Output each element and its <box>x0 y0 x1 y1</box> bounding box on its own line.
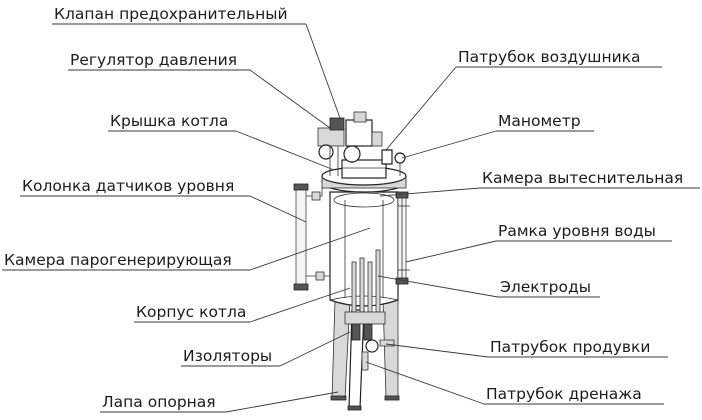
lid-shape <box>321 159 407 193</box>
insulators-shape <box>344 311 395 371</box>
label-vent-pipe: Патрубок воздушника <box>458 48 641 66</box>
label-safety-valve: Клапан предохранительный <box>54 5 288 23</box>
water-level-frame-shape <box>395 191 410 285</box>
label-boiler-lid: Крышка котла <box>110 112 228 130</box>
label-steam-chamber: Камера парогенерирующая <box>4 251 232 269</box>
labels: Клапан предохранительный Регулятор давле… <box>4 5 683 411</box>
label-drain-pipe: Патрубок дренажа <box>486 385 642 403</box>
manometer-shape <box>394 152 406 176</box>
label-level-sensor-column: Колонка датчиков уровня <box>22 177 234 195</box>
sensor-column-shape <box>293 183 330 291</box>
label-manometer: Манометр <box>498 112 581 130</box>
leader-lines <box>2 23 700 413</box>
label-pressure-regulator: Регулятор давления <box>70 51 237 69</box>
label-displacement-chamber: Камера вытеснительная <box>482 169 683 187</box>
valve-assembly <box>317 111 393 176</box>
boiler-body-shape <box>329 191 399 307</box>
boiler-illustration <box>293 111 410 411</box>
label-blowdown-pipe: Патрубок продувки <box>490 338 650 356</box>
label-boiler-body: Корпус котла <box>136 303 246 321</box>
label-insulators: Изоляторы <box>183 347 272 365</box>
label-water-level-frame: Рамка уровня воды <box>498 222 656 240</box>
label-support-leg: Лапа опорная <box>102 393 216 411</box>
label-electrodes: Электроды <box>500 278 591 296</box>
